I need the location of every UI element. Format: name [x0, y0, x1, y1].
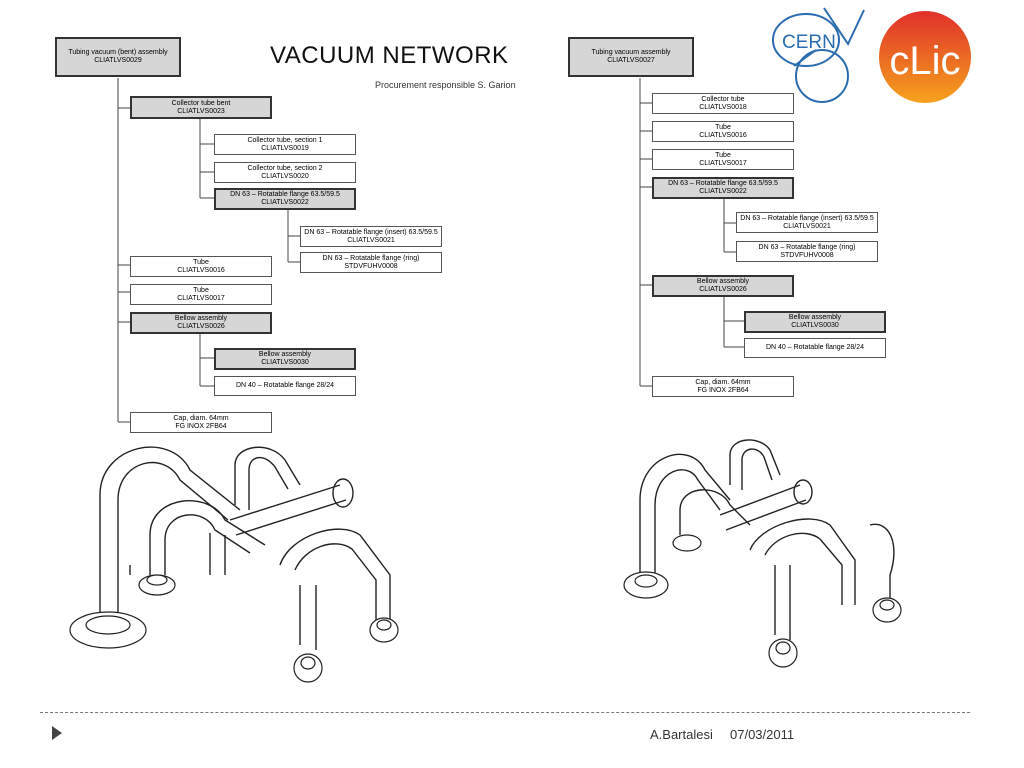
- box-code: CLIATLVS0022: [261, 199, 309, 206]
- right-dn63-insert-box: DN 63 – Rotatable flange (insert) 63.5/5…: [736, 212, 878, 233]
- right-dn40-box: DN 40 – Rotatable flange 28/24: [744, 338, 886, 358]
- right-root-box: Tubing vacuum assembly CLIATLVS0027: [568, 37, 694, 77]
- left-collector-s1-box: Collector tube, section 1 CLIATLVS0019: [214, 134, 356, 155]
- box-code: STDVFUHV0008: [344, 262, 398, 270]
- box-name: DN 40 – Rotatable flange 28/24: [765, 344, 865, 351]
- footer-bullet-arrow-icon: [52, 726, 62, 740]
- left-bellow-sub-box: Bellow assembly CLIATLVS0030: [214, 348, 356, 370]
- box-code: CLIATLVS0017: [699, 159, 747, 167]
- left-tube2-box: Tube CLIATLVS0017: [130, 284, 272, 305]
- left-collector-bent-box: Collector tube bent CLIATLVS0023: [130, 96, 272, 119]
- box-code: CLIATLVS0016: [699, 131, 747, 139]
- box-code: CLIATLVS0019: [261, 144, 309, 152]
- footer-date: 07/03/2011: [730, 727, 795, 742]
- slide-title: VACUUM NETWORK: [270, 42, 509, 69]
- left-cap-box: Cap, diam. 64mm FG INOX 2FB64: [130, 412, 272, 433]
- box-code: CLIATLVS0026: [699, 286, 747, 293]
- slide-subtitle: Procurement responsible S. Garion: [375, 80, 516, 90]
- box-code: CLIATLVS0027: [607, 57, 655, 64]
- box-code: CLIATLVS0030: [261, 359, 309, 366]
- box-code: CLIATLVS0016: [177, 266, 225, 274]
- box-name: Tube: [193, 258, 209, 266]
- box-name: Collector tube, section 2: [247, 164, 323, 172]
- box-name: Tube: [715, 123, 731, 131]
- box-name: Collector tube, section 1: [247, 136, 323, 144]
- left-bellow-box: Bellow assembly CLIATLVS0026: [130, 312, 272, 334]
- left-tube1-box: Tube CLIATLVS0016: [130, 256, 272, 277]
- right-collector-box: Collector tube CLIATLVS0018: [652, 93, 794, 114]
- box-name: DN 63 – Rotatable flange (ring): [758, 243, 856, 251]
- box-name: DN 63 – Rotatable flange (ring): [322, 254, 420, 262]
- box-name: DN 63 – Rotatable flange (insert) 63.5/5…: [304, 228, 438, 236]
- box-name: Tubing vacuum (bent) assembly: [68, 49, 168, 56]
- box-name: Bellow assembly: [788, 314, 842, 321]
- box-name: DN 63 – Rotatable flange (insert) 63.5/5…: [740, 214, 874, 222]
- pipe-assembly-drawing-left: [69, 446, 399, 683]
- box-code: CLIATLVS0022: [699, 188, 747, 195]
- box-code: CLIATLVS0017: [177, 294, 225, 302]
- box-code: STDVFUHV0008: [780, 251, 834, 259]
- right-tube1-box: Tube CLIATLVS0016: [652, 121, 794, 142]
- pipe-assembly-drawing-right: [623, 439, 902, 668]
- right-dn63-ring-box: DN 63 – Rotatable flange (ring) STDVFUHV…: [736, 241, 878, 262]
- left-dn63-box: DN 63 – Rotatable flange 63.5/59.5 CLIAT…: [214, 188, 356, 210]
- right-dn63-box: DN 63 – Rotatable flange 63.5/59.5 CLIAT…: [652, 177, 794, 199]
- footer-author: A.Bartalesi: [650, 727, 713, 742]
- box-name: Cap, diam. 64mm: [173, 414, 229, 422]
- box-name: Bellow assembly: [258, 351, 312, 358]
- box-name: Tube: [193, 286, 209, 294]
- box-code: CLIATLVS0030: [791, 322, 839, 329]
- box-name: DN 40 – Rotatable flange 28/24: [235, 382, 335, 389]
- box-code: CLIATLVS0018: [699, 103, 747, 111]
- left-dn63-insert-box: DN 63 – Rotatable flange (insert) 63.5/5…: [300, 226, 442, 247]
- box-name: Cap, diam. 64mm: [695, 378, 751, 386]
- box-code: CLIATLVS0026: [177, 323, 225, 330]
- right-bellow-sub-box: Bellow assembly CLIATLVS0030: [744, 311, 886, 333]
- right-bellow-box: Bellow assembly CLIATLVS0026: [652, 275, 794, 297]
- box-code: FG INOX 2FB64: [175, 422, 227, 430]
- box-name: Collector tube bent: [171, 99, 231, 107]
- box-name: Bellow assembly: [696, 278, 750, 285]
- box-code: CLIATLVS0021: [783, 222, 831, 230]
- box-code: CLIATLVS0021: [347, 236, 395, 244]
- box-name: Tube: [715, 151, 731, 159]
- left-dn40-box: DN 40 – Rotatable flange 28/24: [214, 376, 356, 396]
- box-code: FG INOX 2FB64: [697, 386, 749, 394]
- cern-logo-text: CERN: [782, 32, 836, 53]
- left-dn63-ring-box: DN 63 – Rotatable flange (ring) STDVFUHV…: [300, 252, 442, 273]
- box-name: DN 63 – Rotatable flange 63.5/59.5: [668, 180, 778, 187]
- left-root-box: Tubing vacuum (bent) assembly CLIATLVS00…: [55, 37, 181, 77]
- box-code: CLIATLVS0020: [261, 172, 309, 180]
- clic-logo-text: cLic: [889, 39, 960, 83]
- footer-divider: [40, 712, 970, 713]
- box-code: CLIATLVS0029: [94, 57, 142, 64]
- box-name: Tubing vacuum assembly: [591, 49, 671, 56]
- box-name: Collector tube: [701, 95, 745, 103]
- box-name: DN 63 – Rotatable flange 63.5/59.5: [230, 191, 340, 198]
- right-cap-box: Cap, diam. 64mm FG INOX 2FB64: [652, 376, 794, 397]
- right-tube2-box: Tube CLIATLVS0017: [652, 149, 794, 170]
- box-code: CLIATLVS0023: [177, 107, 225, 115]
- box-name: Bellow assembly: [174, 315, 228, 322]
- cern-logo: CERN: [772, 7, 865, 103]
- clic-logo: cLic: [879, 11, 971, 103]
- left-collector-s2-box: Collector tube, section 2 CLIATLVS0020: [214, 162, 356, 183]
